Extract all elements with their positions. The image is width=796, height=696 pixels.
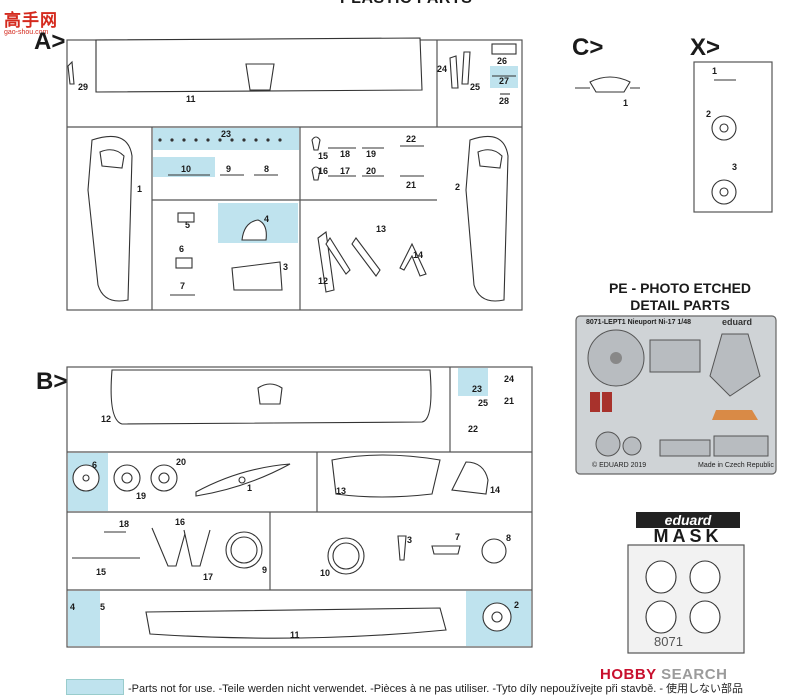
photo-etched-title: PE - PHOTO ETCHED DETAIL PARTS [608,280,752,313]
svg-text:23: 23 [221,129,231,139]
svg-text:4: 4 [70,602,75,612]
svg-text:20: 20 [366,166,376,176]
svg-text:28: 28 [499,96,509,106]
svg-text:2: 2 [514,600,519,610]
svg-text:2: 2 [455,182,460,192]
svg-text:16: 16 [175,517,185,527]
svg-text:15: 15 [318,151,328,161]
svg-text:1: 1 [712,66,717,76]
sprue-a: 11 29 1 2 23 10 9 8 4 3 5 6 7 12 13 14 1… [66,37,523,311]
svg-text:9: 9 [262,565,267,575]
svg-text:6: 6 [179,244,184,254]
svg-text:12: 12 [101,414,111,424]
svg-text:24: 24 [437,64,447,74]
svg-text:3: 3 [407,535,412,545]
sprue-c: 1 [575,76,640,108]
pe-copyright: © EDUARD 2019 [592,462,647,469]
svg-text:9: 9 [226,164,231,174]
svg-text:1: 1 [137,184,142,194]
svg-text:11: 11 [290,630,300,640]
svg-text:19: 19 [366,149,376,159]
svg-text:8: 8 [264,164,269,174]
sprue-letter-c: C> [572,34,604,61]
watermark-hobby: HOBBY [600,666,657,683]
svg-text:1: 1 [247,483,252,493]
svg-text:15: 15 [96,567,106,577]
svg-text:7: 7 [455,532,460,542]
svg-text:10: 10 [181,164,191,174]
svg-text:8: 8 [506,533,511,543]
svg-text:24: 24 [504,374,514,384]
photo-etched-fret [575,315,777,475]
svg-text:3: 3 [283,262,288,272]
svg-text:11: 11 [186,94,196,104]
svg-text:27: 27 [499,76,509,86]
svg-text:25: 25 [470,82,480,92]
watermark-search: SEARCH [661,666,728,683]
svg-text:13: 13 [336,486,346,496]
hobbysearch-watermark: HOBBY SEARCH [600,666,727,683]
site-logo-chars: 高手网 [4,11,58,31]
svg-text:25: 25 [478,398,488,408]
svg-text:7: 7 [180,281,185,291]
site-logo-url: gao-shou.com [4,29,49,36]
svg-text:14: 14 [413,250,423,260]
svg-text:17: 17 [340,166,350,176]
svg-text:4: 4 [264,214,269,224]
pe-fret-code: 8071-LEPT1 Nieuport Ni-17 1/48 [586,319,692,326]
svg-text:5: 5 [100,602,105,612]
svg-text:14: 14 [490,485,500,495]
sprue-letter-a: A> [34,28,66,55]
svg-text:13: 13 [376,224,386,234]
unused-parts-legend: -Parts not for use. -Teile werden nicht … [128,683,744,695]
sprue-letter-b: B> [36,368,68,395]
sprue-letter-x: X> [690,34,721,61]
svg-text:22: 22 [406,134,416,144]
svg-text:22: 22 [468,424,478,434]
page-title: PLASTIC PARTS [340,0,472,8]
sprue-b: 12 6 19 20 1 13 14 18 15 16 17 9 10 3 7 … [66,366,533,648]
svg-text:20: 20 [176,457,186,467]
sprue-x: 1 2 3 [693,61,773,213]
svg-text:6: 6 [92,460,97,470]
svg-text:23: 23 [472,384,482,394]
svg-text:5: 5 [185,220,190,230]
svg-text:1: 1 [623,98,628,108]
svg-text:21: 21 [406,180,416,190]
pe-brand: eduard [722,317,753,327]
site-logo: 高手网 gao-shou.com [4,6,66,36]
svg-text:12: 12 [318,276,328,286]
mask-brand: eduard [636,512,740,528]
pe-made-in: Made in Czech Republic [698,462,774,469]
svg-text:19: 19 [136,491,146,501]
svg-text:10: 10 [320,568,330,578]
mask-code: 8071 [654,634,683,649]
svg-text:17: 17 [203,572,213,582]
unused-parts-swatch [66,679,124,695]
mask-label: MASK [653,526,723,546]
svg-text:21: 21 [504,396,514,406]
svg-text:18: 18 [119,519,129,529]
svg-text:18: 18 [340,149,350,159]
svg-text:2: 2 [706,109,711,119]
mask-sheet [627,544,745,654]
svg-text:16: 16 [318,166,328,176]
svg-text:26: 26 [497,56,507,66]
svg-text:29: 29 [78,82,88,92]
svg-text:3: 3 [732,162,737,172]
